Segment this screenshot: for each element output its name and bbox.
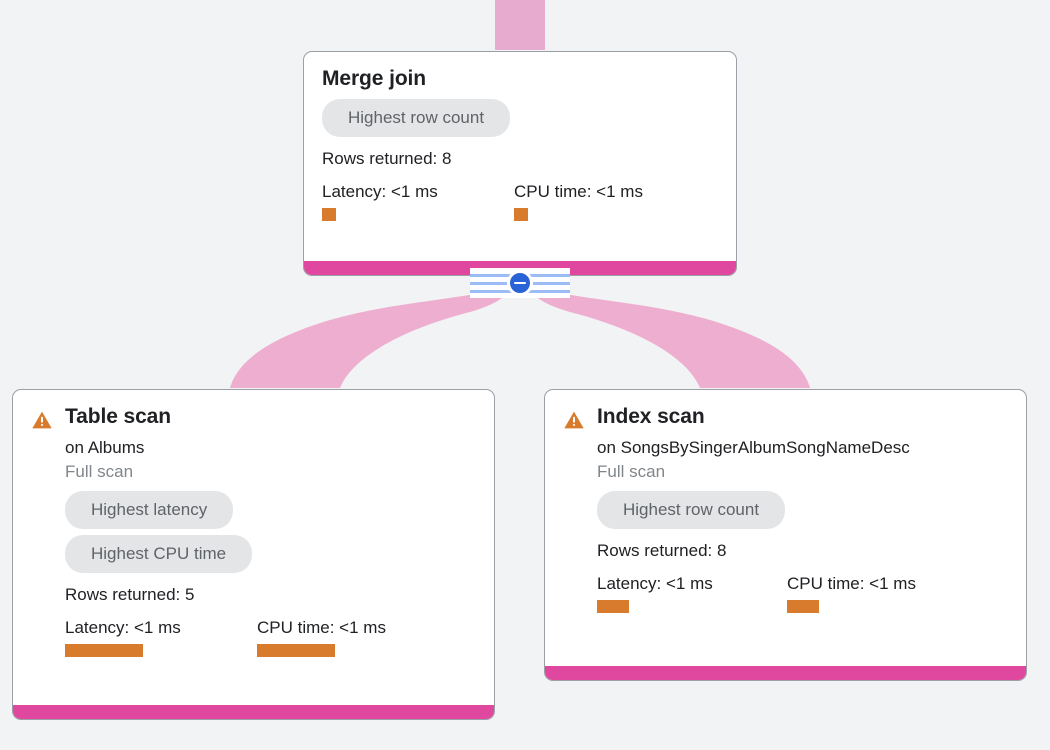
node-chips: Highest row count — [597, 491, 1008, 535]
node-index-scan[interactable]: Index scan on SongsBySingerAlbumSongName… — [544, 389, 1027, 681]
rows-returned: Rows returned: 8 — [597, 541, 727, 560]
metric-cpu-time-bar — [257, 644, 335, 657]
node-subtitle: on SongsBySingerAlbumSongNameDesc — [597, 438, 910, 457]
node-title-column: Merge join — [322, 66, 718, 92]
chip-highest-row-count[interactable]: Highest row count — [597, 491, 786, 529]
metric-cpu-time: CPU time: <1 ms — [514, 181, 643, 221]
node-body: Table scan on Albums Full scan Highest l… — [13, 390, 494, 705]
metric-cpu-time: CPU time: <1 ms — [257, 617, 386, 657]
metric-latency-bar — [65, 644, 143, 657]
node-merge-join[interactable]: Merge join Highest row count Rows return… — [303, 51, 737, 276]
node-body: Merge join Highest row count Rows return… — [304, 52, 736, 261]
node-title-column: Table scan on Albums Full scan Highest l… — [65, 404, 476, 657]
metric-latency-label: Latency: <1 ms — [597, 574, 713, 593]
node-header: Merge join — [322, 66, 718, 92]
metric-latency-bar — [322, 208, 336, 221]
chip-highest-row-count[interactable]: Highest row count — [322, 99, 511, 137]
minus-icon — [514, 281, 526, 285]
metric-latency-label: Latency: <1 ms — [65, 618, 181, 637]
warning-triangle-icon — [563, 409, 585, 431]
node-title-column: Index scan on SongsBySingerAlbumSongName… — [597, 404, 1008, 613]
metric-cpu-time-bar — [514, 208, 528, 221]
rows-returned: Rows returned: 8 — [322, 149, 452, 168]
edge-merge-join-to-table-scan — [230, 284, 516, 388]
metric-cpu-time-bar — [787, 600, 819, 613]
node-title: Merge join — [322, 67, 427, 90]
node-table-scan[interactable]: Table scan on Albums Full scan Highest l… — [12, 389, 495, 720]
node-scan-type: Full scan — [65, 462, 134, 481]
metric-latency: Latency: <1 ms — [322, 181, 514, 221]
collapse-toggle-area[interactable] — [470, 268, 570, 298]
node-subtitle: on Albums — [65, 438, 145, 457]
metric-latency-label: Latency: <1 ms — [322, 182, 438, 201]
metric-cpu-time: CPU time: <1 ms — [787, 573, 916, 613]
metric-latency: Latency: <1 ms — [65, 617, 257, 657]
edge-parent-to-merge-join — [495, 0, 545, 50]
collapse-toggle-button[interactable] — [507, 270, 533, 296]
warning-triangle-icon — [31, 409, 53, 431]
metric-cpu-time-label: CPU time: <1 ms — [257, 618, 386, 637]
edge-merge-join-to-index-scan — [524, 284, 810, 388]
rows-returned: Rows returned: 5 — [65, 585, 195, 604]
node-metrics: Latency: <1 ms CPU time: <1 ms — [597, 573, 1008, 613]
node-chips: Highest row count — [322, 99, 718, 143]
metric-cpu-time-label: CPU time: <1 ms — [787, 574, 916, 593]
node-scan-type: Full scan — [597, 462, 666, 481]
metric-latency: Latency: <1 ms — [597, 573, 787, 613]
node-chips: Highest latency Highest CPU time — [65, 491, 476, 579]
metric-latency-bar — [597, 600, 629, 613]
metric-cpu-time-label: CPU time: <1 ms — [514, 182, 643, 201]
chip-highest-cpu-time[interactable]: Highest CPU time — [65, 535, 253, 573]
node-metrics: Latency: <1 ms CPU time: <1 ms — [65, 617, 476, 657]
node-footer-bar — [545, 666, 1026, 680]
node-title: Index scan — [597, 405, 705, 428]
node-body: Index scan on SongsBySingerAlbumSongName… — [545, 390, 1026, 666]
chip-highest-latency[interactable]: Highest latency — [65, 491, 234, 529]
node-metrics: Latency: <1 ms CPU time: <1 ms — [322, 181, 718, 221]
node-footer-bar — [13, 705, 494, 719]
node-header: Table scan on Albums Full scan Highest l… — [31, 404, 476, 657]
node-header: Index scan on SongsBySingerAlbumSongName… — [563, 404, 1008, 613]
node-title: Table scan — [65, 405, 171, 428]
